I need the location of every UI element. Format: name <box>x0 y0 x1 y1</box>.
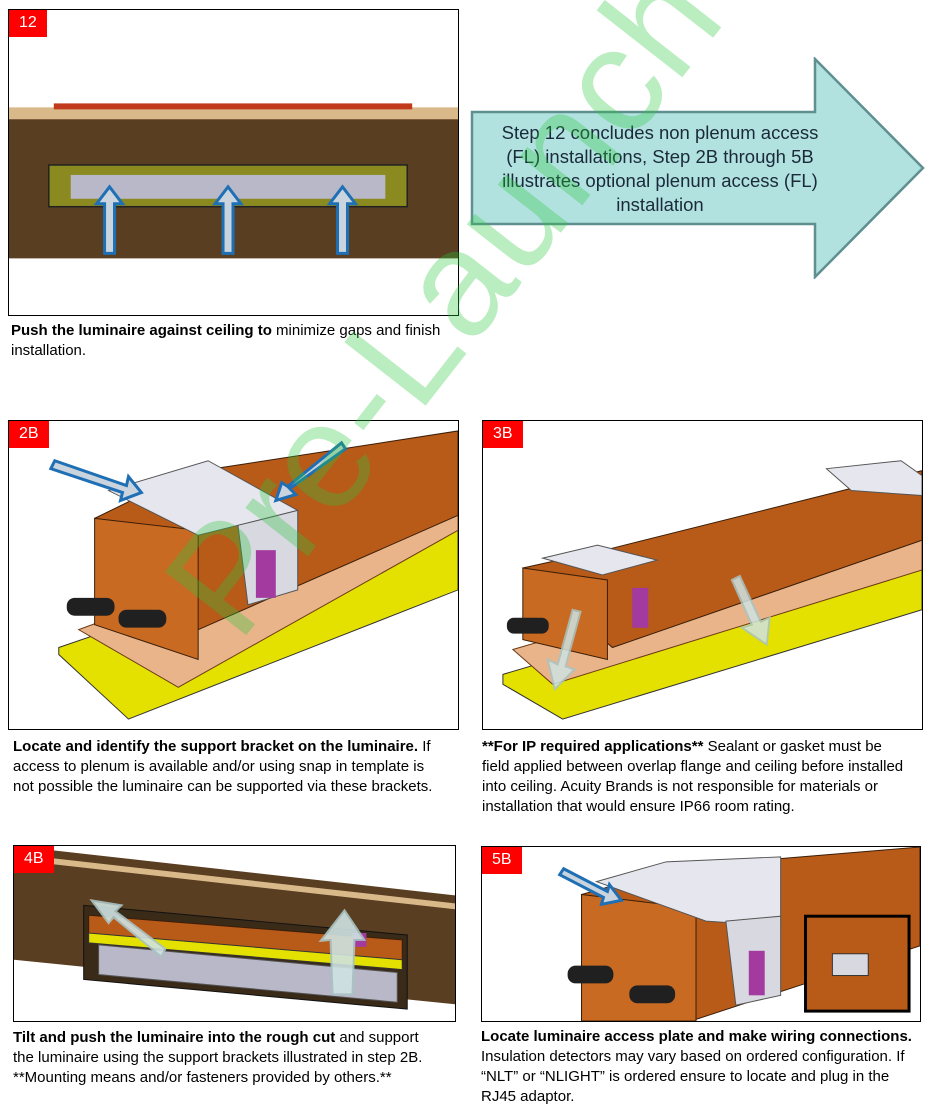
callout-arrow: Step 12 concludes non plenum access (FL)… <box>470 57 926 279</box>
step-4b-panel: 4B <box>13 845 456 1022</box>
step-2b-panel: 2B <box>8 420 459 730</box>
callout-text: Step 12 concludes non plenum access (FL)… <box>501 122 819 215</box>
step-3b-caption-rest: Sealant or gasket must be field applied … <box>482 738 904 815</box>
step-5b-illustration <box>557 847 920 1021</box>
step-4b-caption-rest: and support the luminaire using the supp… <box>13 1029 423 1086</box>
step-3b-illustration <box>502 460 922 720</box>
step-2b-caption-rest: If access to plenum is available and/or … <box>13 738 433 795</box>
step-5b-caption: Locate luminaire access plate and make w… <box>481 1027 916 1107</box>
step-5b-caption-bold: Locate luminaire access plate and make w… <box>481 1028 912 1045</box>
step-badge-4b: 4B <box>14 846 54 873</box>
step-4b-caption-bold: Tilt and push the luminaire into the rou… <box>13 1029 336 1046</box>
step-12-panel: 12 <box>8 9 459 316</box>
step-4b-illustration <box>14 846 455 1010</box>
step-2b-caption-bold: Locate and identify the support bracket … <box>13 738 419 755</box>
step-2b-caption: Locate and identify the support bracket … <box>13 737 443 797</box>
callout-arrow-shape <box>470 57 925 279</box>
step-3b-panel: 3B <box>482 420 923 730</box>
step-5b-caption-rest: Insulation detectors may vary based on o… <box>481 1048 905 1105</box>
step-3b-caption-bold: **For IP required applications** <box>482 738 704 755</box>
step-12-caption-rest: minimize gaps and finish installation. <box>11 322 441 359</box>
step-12-caption: Push the luminaire against ceiling to mi… <box>11 321 451 361</box>
step-badge-2b: 2B <box>9 421 49 448</box>
step-2b-illustration <box>48 430 458 720</box>
step-4b-caption: Tilt and push the luminaire into the rou… <box>13 1028 443 1088</box>
step-badge-5b: 5B <box>482 847 522 874</box>
step-12-caption-bold: Push the luminaire against ceiling to <box>11 322 272 339</box>
step-badge-3b: 3B <box>483 421 523 448</box>
step-5b-panel: 5B <box>481 846 921 1022</box>
step-12-illustration <box>9 103 458 259</box>
step-badge-12: 12 <box>9 10 47 37</box>
step-3b-caption: **For IP required applications** Sealant… <box>482 737 912 817</box>
push-up-arrows <box>93 184 359 255</box>
